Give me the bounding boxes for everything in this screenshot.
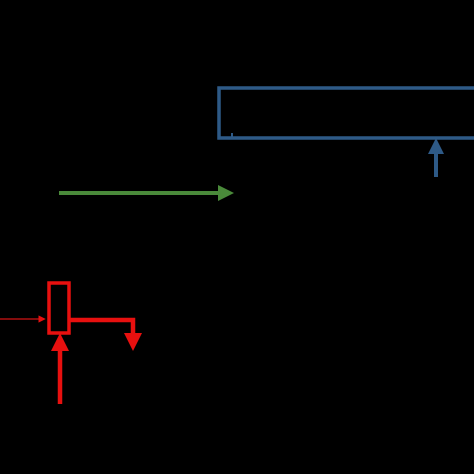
blue-box (217, 86, 474, 140)
red-box (47, 281, 71, 335)
red-output-arrow (69, 317, 142, 351)
